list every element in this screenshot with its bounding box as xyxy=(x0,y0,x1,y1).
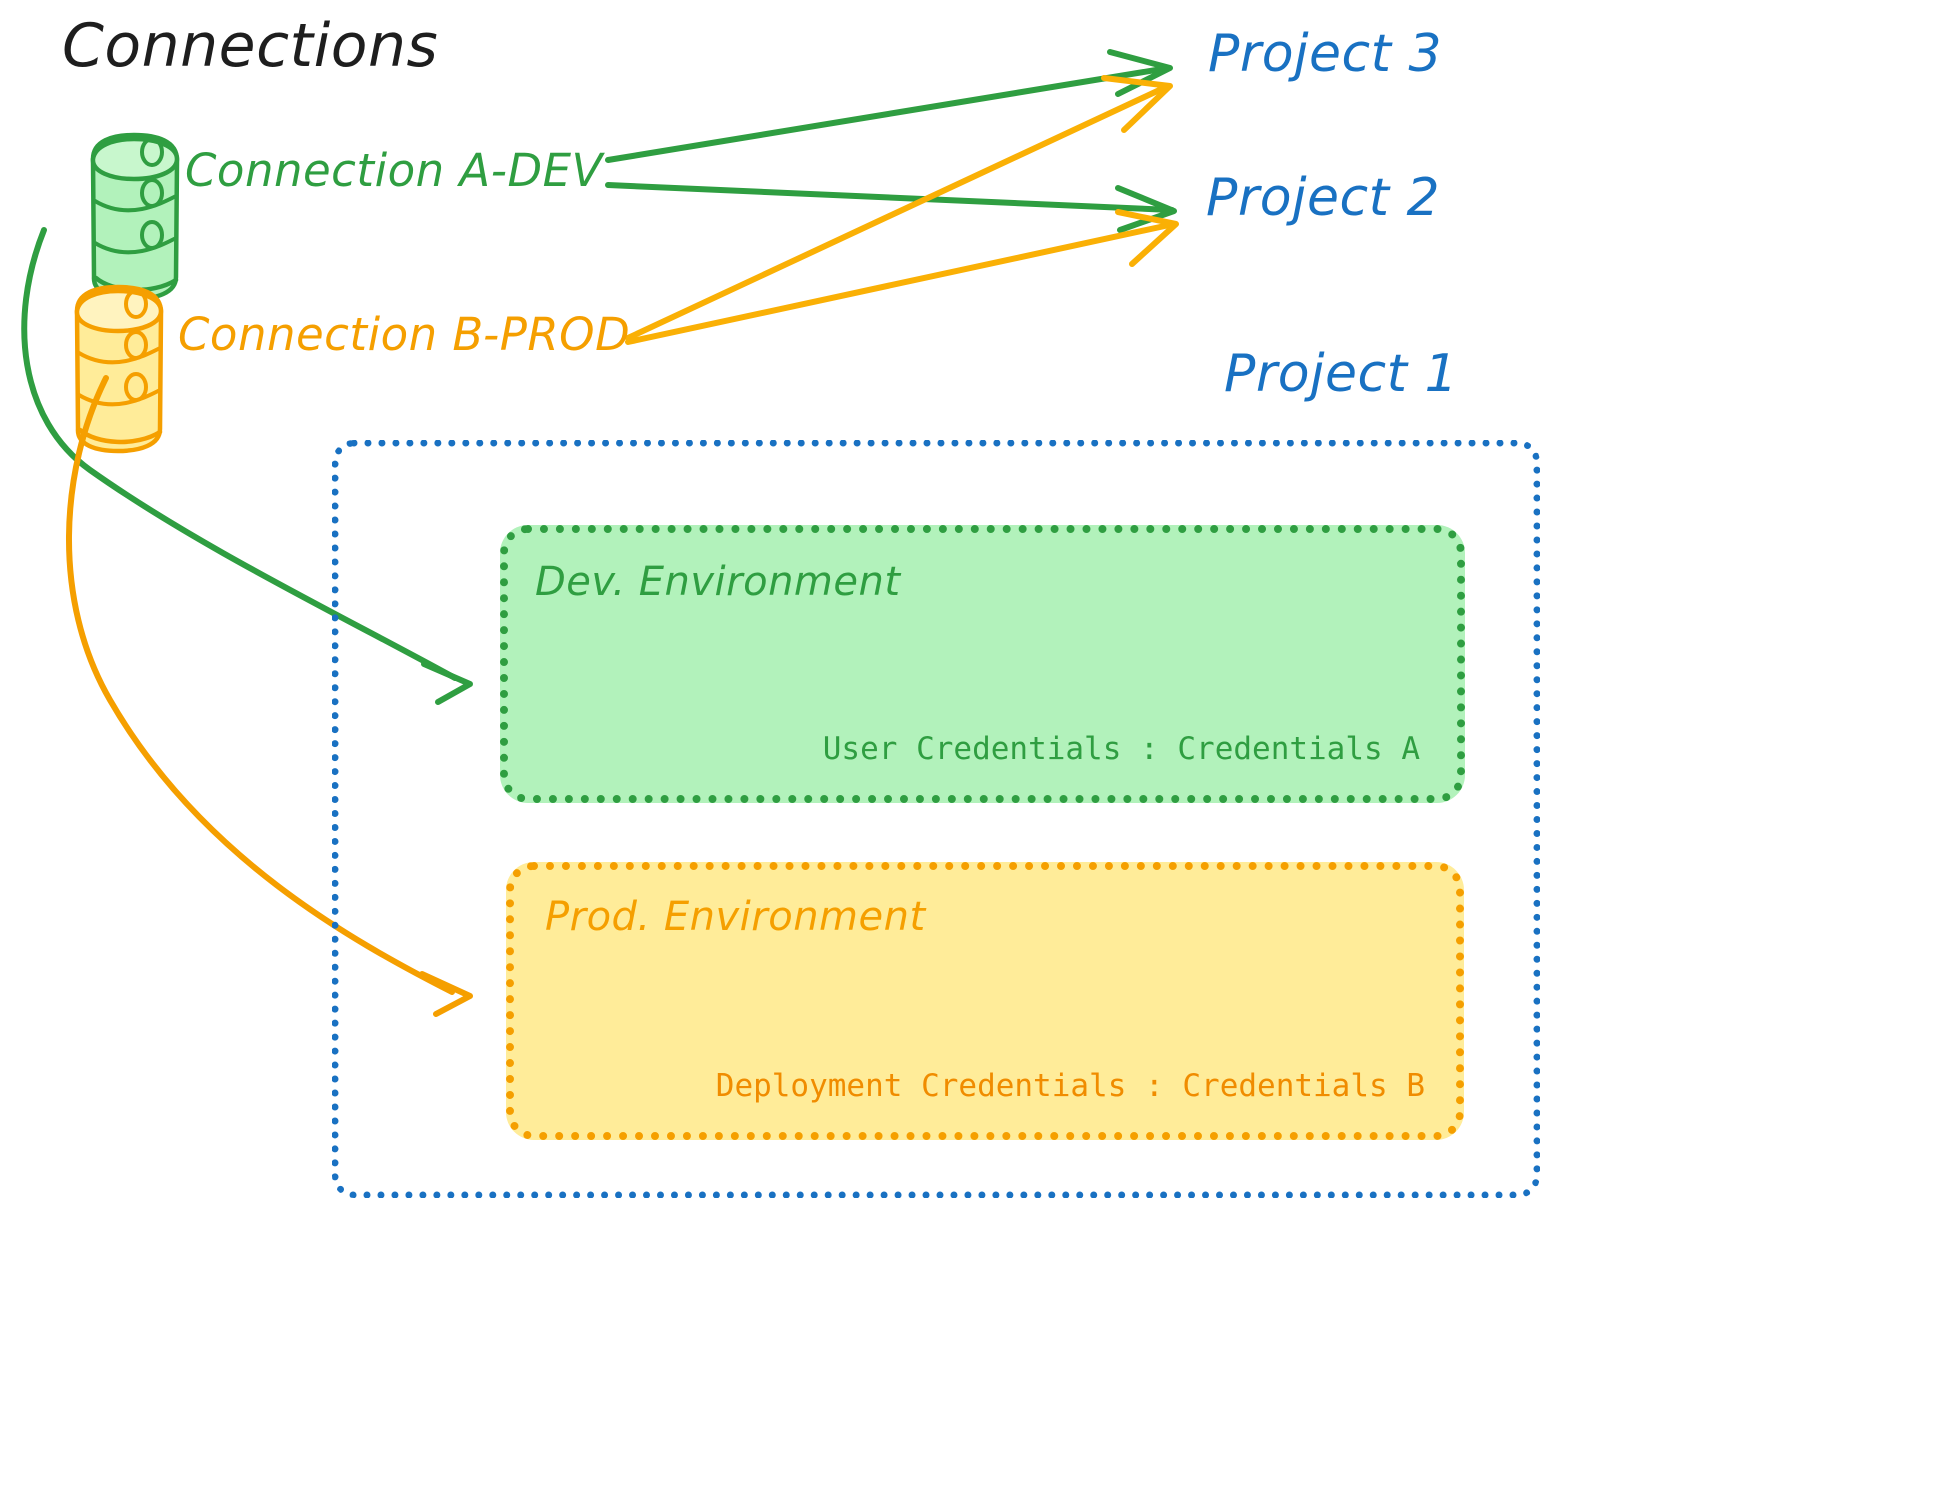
connection-b-label: Connection B-PROD xyxy=(178,308,631,361)
project-2-label: Project 2 xyxy=(1206,168,1441,228)
edge-connection-a-to-project-3 xyxy=(605,49,1173,163)
prod-environment-credentials: Deployment Credentials : Credentials B xyxy=(715,1068,1425,1104)
project-3-label: Project 3 xyxy=(1208,24,1443,84)
edge-connection-b-to-project-3 xyxy=(625,75,1173,341)
page-title: Connections xyxy=(62,11,439,81)
database-cylinder-icon-connection-b xyxy=(74,284,164,454)
database-cylinder-icon-connection-a xyxy=(90,132,180,302)
dev-environment-title: Dev. Environment xyxy=(535,559,901,605)
prod-environment-box xyxy=(506,862,1464,1140)
project-1-label: Project 1 xyxy=(1224,344,1459,404)
connection-a-label: Connection A-DEV xyxy=(185,144,603,197)
dev-environment-box xyxy=(500,525,1465,803)
dev-environment-credentials: User Credentials : Credentials A xyxy=(822,731,1420,767)
project-1-container xyxy=(332,440,1540,1198)
edge-connection-a-to-project-2 xyxy=(605,182,1177,233)
edge-connection-b-to-project-2 xyxy=(625,209,1179,345)
prod-environment-title: Prod. Environment xyxy=(545,894,926,940)
